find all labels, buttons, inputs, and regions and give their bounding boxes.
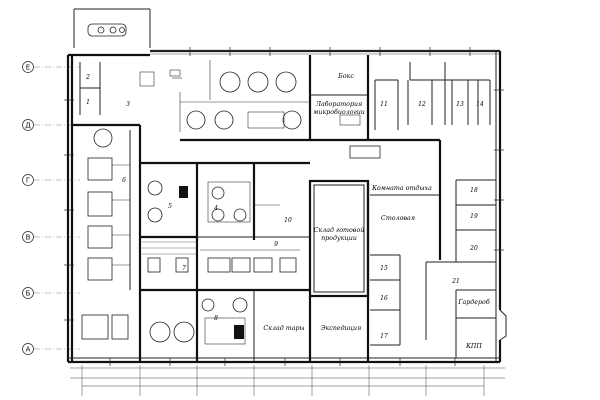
- label-canteen: Столовая: [381, 215, 415, 222]
- room-number-9: 9: [274, 241, 278, 248]
- row-axis-G: Г: [22, 174, 34, 186]
- row-axis-label: Е: [26, 64, 30, 72]
- label-boks: Бокс: [337, 73, 354, 80]
- equipment-left-column: [81, 128, 130, 340]
- label-rest-room: Комната отдыха: [371, 185, 432, 192]
- room-number-13: 13: [456, 101, 464, 108]
- room-number-4: 4: [213, 205, 218, 212]
- row-axis-label: Б: [26, 290, 31, 298]
- room-number-21: 21: [451, 278, 460, 285]
- row-axis-V: В: [22, 231, 34, 243]
- label-finished-store-line2: продукции: [321, 235, 357, 242]
- interior-walls: [72, 55, 507, 362]
- room-number-20: 20: [469, 245, 478, 252]
- equipment-lab: [339, 114, 381, 159]
- equipment-room-4: [147, 180, 280, 223]
- row-axis-label: Д: [25, 122, 31, 130]
- room-number-8: 8: [214, 315, 218, 322]
- label-finished-store-line1: Склад готовой: [314, 227, 365, 234]
- room-number-6: 6: [122, 177, 126, 184]
- row-axis-label: В: [26, 234, 31, 242]
- row-axis-D: Д: [22, 119, 34, 131]
- outer-walls: [66, 49, 502, 364]
- label-kpp: КПП: [465, 343, 482, 350]
- equipment-room-7-9: [142, 241, 300, 273]
- row-axis-E: Е: [22, 61, 34, 73]
- row-axis-A: А: [22, 343, 34, 355]
- room-number-1: 1: [86, 99, 90, 106]
- window-ticks: [64, 47, 504, 366]
- room-labels: Бокс Лаборатория микробиологии Комната о…: [263, 73, 489, 350]
- room-number-11: 11: [380, 101, 388, 108]
- room-numbers: 2 1 3 4 5 6 7 8 9 10 11 12 13 14 15 16 1…: [85, 74, 484, 340]
- label-lab-line1: Лаборатория: [315, 101, 362, 108]
- room-number-15: 15: [380, 265, 388, 272]
- label-tare-store: Склад тары: [263, 325, 304, 332]
- label-wardrobe: Гардероб: [457, 299, 489, 306]
- room-number-14: 14: [476, 101, 484, 108]
- room-number-17: 17: [380, 333, 388, 340]
- room-number-18: 18: [470, 187, 478, 194]
- row-axis-label: А: [26, 346, 31, 354]
- row-axis-label: Г: [26, 177, 30, 185]
- equipment-room-8: [149, 297, 248, 345]
- label-lab-line2: микробиологии: [313, 109, 365, 116]
- room-number-7: 7: [182, 265, 186, 272]
- row-axis-B: Б: [22, 287, 34, 299]
- room-number-10: 10: [284, 217, 292, 224]
- room-number-16: 16: [380, 295, 388, 302]
- room-number-5: 5: [168, 203, 172, 210]
- room-number-3: 3: [126, 101, 130, 108]
- tanks-top-row: [139, 60, 310, 132]
- room-number-19: 19: [470, 213, 478, 220]
- label-expedition: Экспедиция: [321, 325, 362, 332]
- bottom-dimension-lines: [70, 367, 505, 387]
- column-axes: [81, 365, 485, 396]
- room-number-2: 2: [85, 74, 90, 81]
- top-left-block: [73, 8, 151, 48]
- row-axes: Е Д Г В Б А: [22, 61, 34, 355]
- room-number-12: 12: [418, 101, 426, 108]
